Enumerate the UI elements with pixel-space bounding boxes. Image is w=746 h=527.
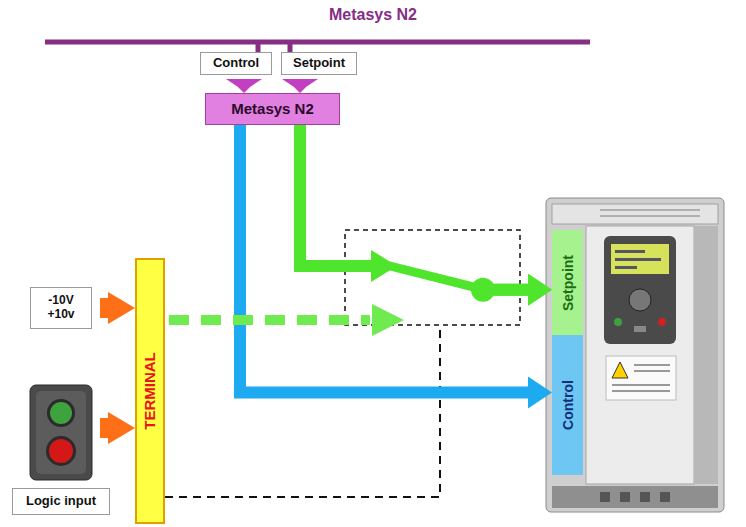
push-button bbox=[30, 385, 92, 480]
drive-button bbox=[634, 326, 646, 332]
drive-illustration bbox=[546, 198, 724, 512]
warning-label bbox=[612, 384, 670, 386]
control-flow bbox=[240, 125, 530, 392]
message-box: Setpoint bbox=[281, 52, 357, 75]
drive-keypad bbox=[604, 236, 676, 344]
caption-box: Logic input bbox=[12, 488, 110, 515]
select-wire bbox=[165, 325, 440, 497]
push-button bbox=[30, 385, 92, 480]
drive-button bbox=[658, 318, 666, 326]
terminal-band: TERMINAL bbox=[135, 258, 165, 524]
funnel-arrow bbox=[226, 79, 262, 93]
drive-display bbox=[615, 258, 661, 261]
drive-vent bbox=[600, 215, 700, 217]
node-text: Metasys N2 bbox=[231, 100, 314, 117]
drive-base bbox=[552, 486, 718, 508]
warning-label bbox=[612, 362, 628, 378]
node-text: -10V +10v bbox=[39, 294, 83, 322]
input-pointer bbox=[100, 412, 135, 444]
signal-box: -10V +10v bbox=[30, 287, 92, 329]
push-button bbox=[46, 436, 76, 466]
connector bbox=[240, 125, 552, 408]
connector bbox=[226, 79, 262, 93]
setpoint-band: Setpoint bbox=[552, 230, 583, 335]
bus-drop bbox=[288, 42, 293, 52]
drive-body bbox=[546, 198, 724, 512]
warning-label bbox=[612, 390, 670, 392]
input-pointer bbox=[100, 292, 135, 324]
drive-display bbox=[611, 244, 669, 274]
push-button bbox=[47, 399, 75, 427]
drive-knob bbox=[629, 289, 651, 311]
bus-drop bbox=[256, 42, 261, 52]
warning-label bbox=[606, 356, 676, 400]
drive-display bbox=[615, 250, 645, 253]
node-text: TERMINAL bbox=[141, 352, 158, 430]
node-text: Control bbox=[559, 380, 575, 430]
control-band: Control bbox=[552, 335, 583, 475]
arrow-head bbox=[528, 376, 552, 408]
setpoint-flow bbox=[483, 284, 530, 296]
connector bbox=[169, 274, 552, 336]
drive-base bbox=[620, 492, 630, 502]
node-text: Control bbox=[213, 56, 259, 71]
drive-base bbox=[600, 492, 610, 502]
drive-base bbox=[640, 492, 650, 502]
arrow-head bbox=[372, 304, 404, 336]
setpoint-flow bbox=[495, 284, 530, 296]
bus-line bbox=[45, 42, 590, 52]
funnel-arrow bbox=[282, 79, 318, 93]
drive-display bbox=[615, 266, 637, 269]
switch-frame bbox=[345, 230, 520, 325]
node-text: Setpoint bbox=[559, 255, 575, 311]
switch-lever bbox=[390, 266, 473, 287]
bus-line bbox=[45, 40, 590, 45]
connector bbox=[300, 125, 552, 306]
push-button bbox=[50, 402, 72, 424]
drive-base bbox=[660, 492, 670, 502]
analog-flow bbox=[169, 315, 370, 325]
push-button bbox=[36, 391, 86, 474]
drive-vent bbox=[552, 204, 718, 224]
warning-label bbox=[634, 364, 670, 366]
bus-label: Metasys N2 bbox=[0, 6, 746, 24]
drive-button bbox=[614, 318, 622, 326]
message-box: Control bbox=[200, 52, 272, 75]
setpoint-flow bbox=[300, 125, 371, 266]
connector bbox=[100, 292, 135, 324]
arrow-head bbox=[528, 274, 552, 306]
warning-label bbox=[634, 370, 670, 372]
node-text: Logic input bbox=[26, 494, 96, 509]
push-button bbox=[49, 439, 73, 463]
node-text: Setpoint bbox=[293, 56, 345, 71]
drive-side bbox=[694, 226, 718, 484]
protocol-box: Metasys N2 bbox=[205, 93, 340, 125]
connector bbox=[282, 79, 318, 93]
drive-vent bbox=[600, 209, 700, 211]
arrow-head bbox=[528, 274, 552, 306]
drive-front bbox=[586, 226, 694, 484]
